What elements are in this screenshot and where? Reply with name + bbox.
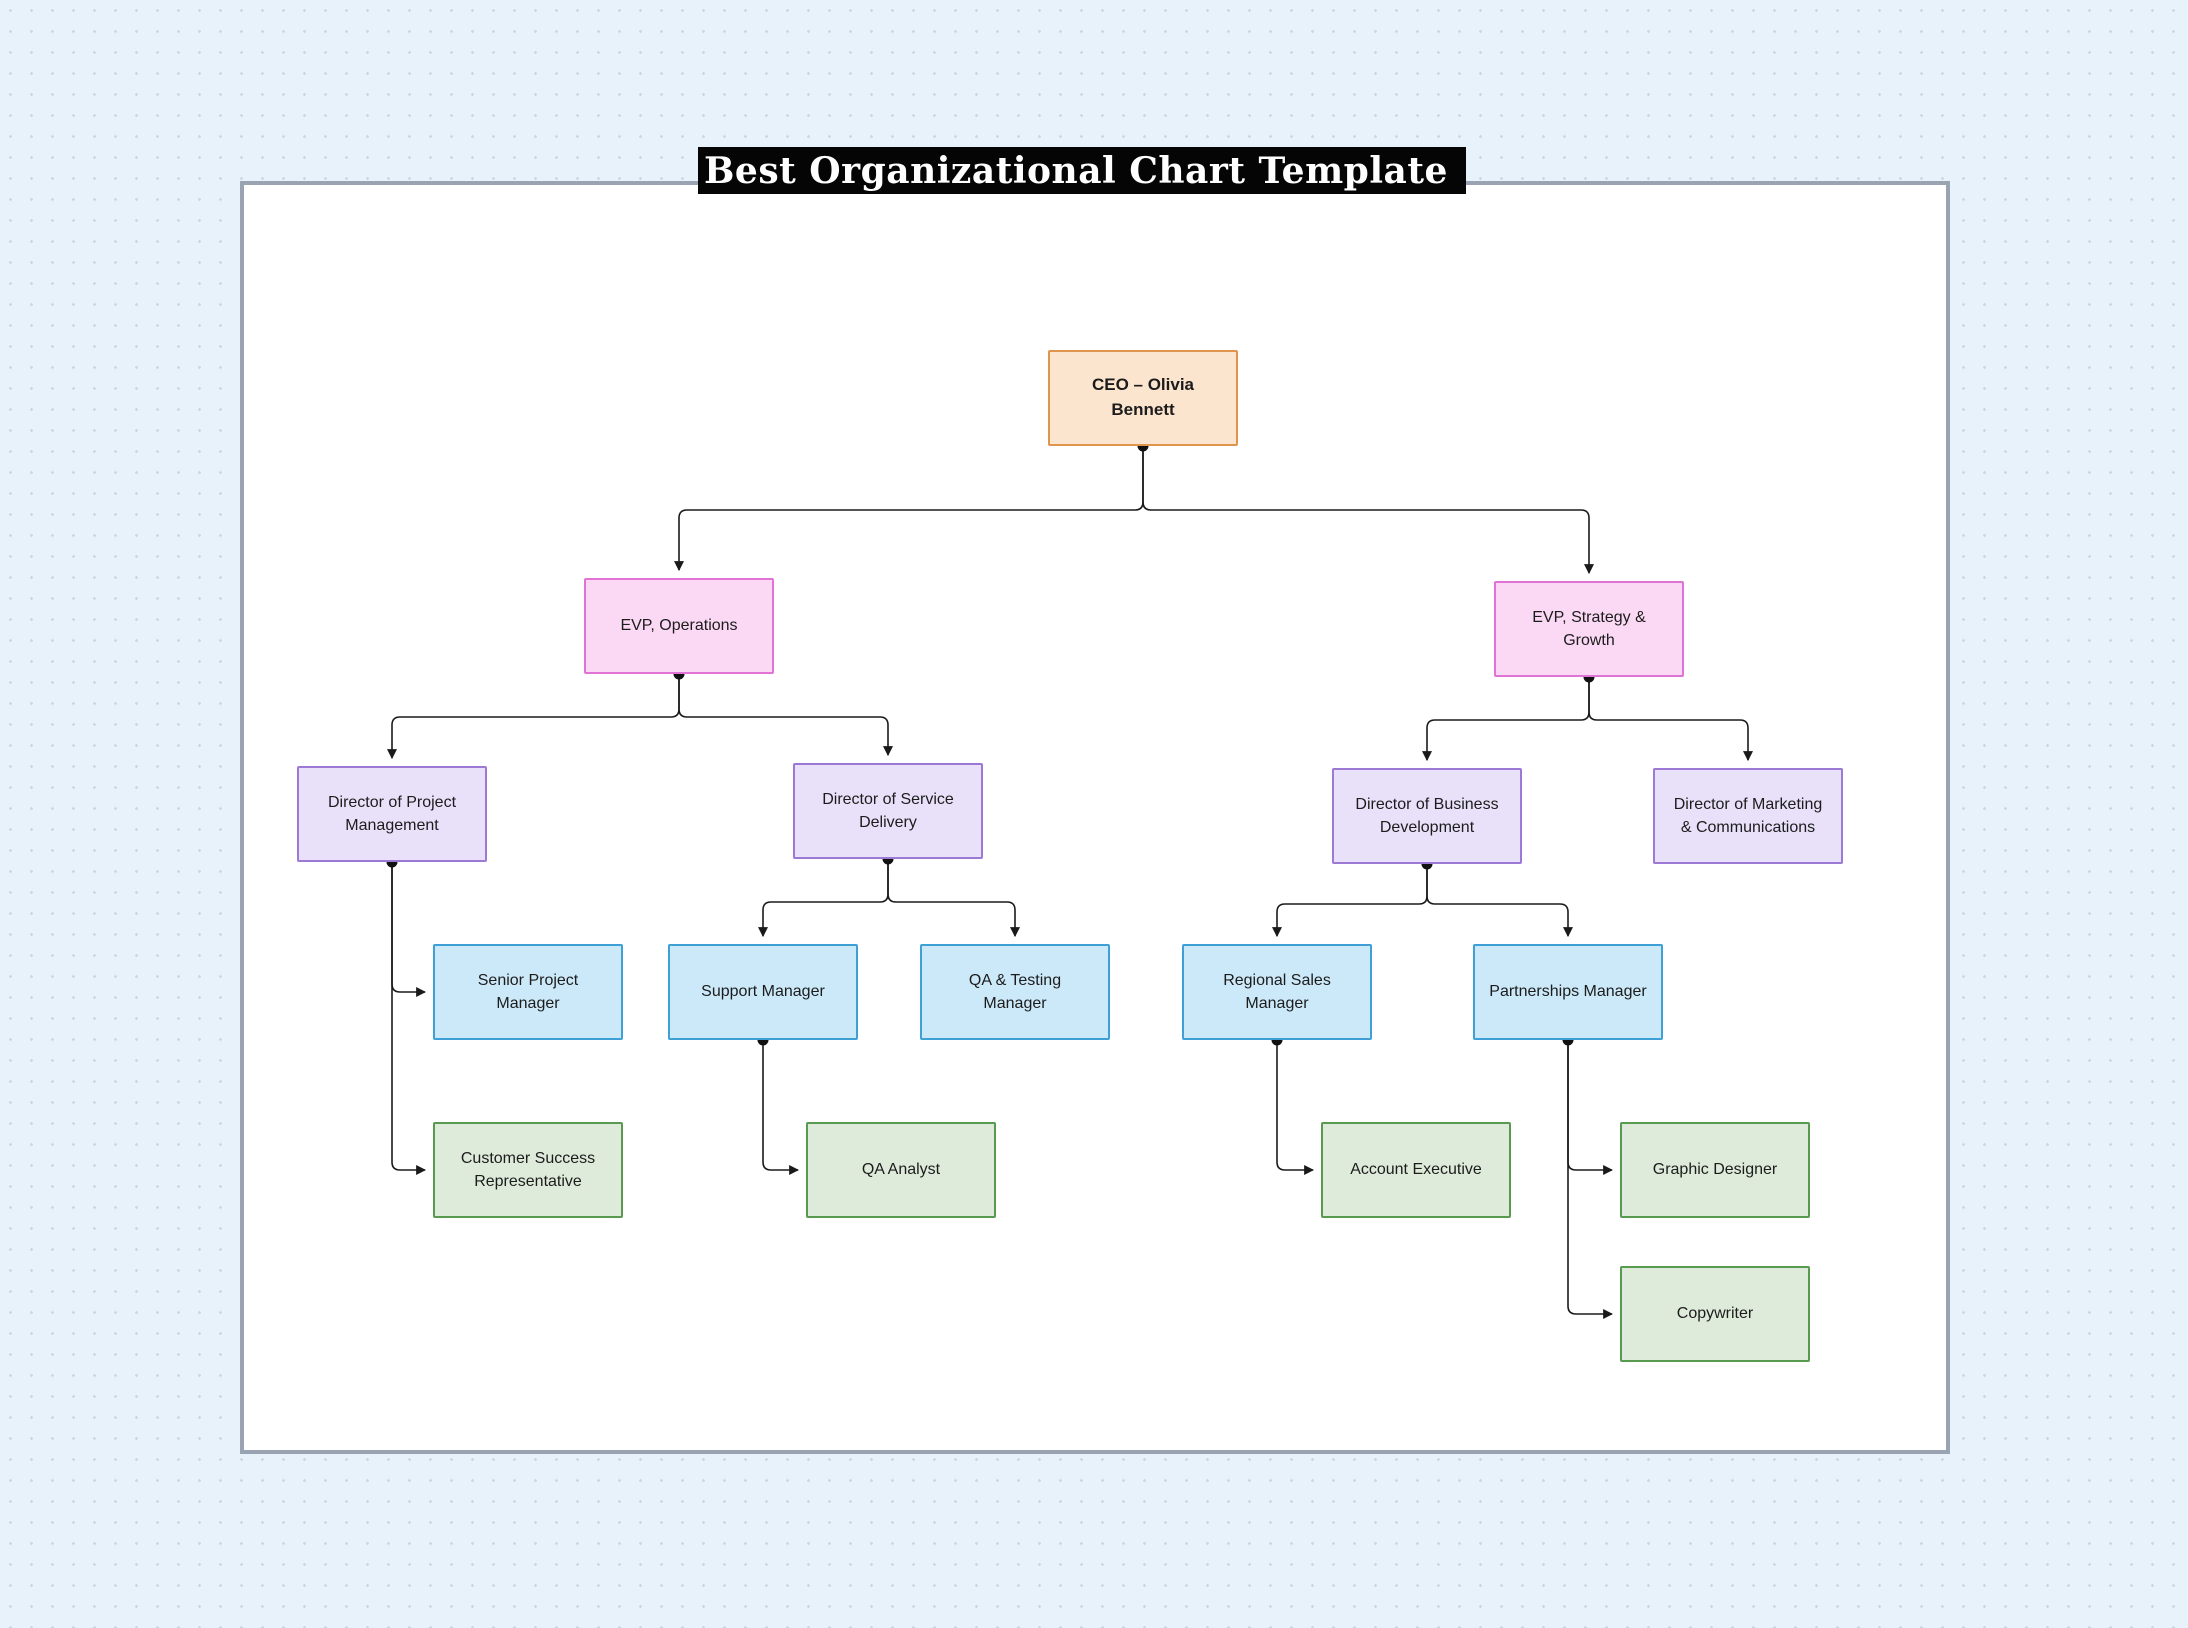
node-director-service-delivery[interactable]: Director of Service Delivery [793, 763, 983, 859]
node-director-business-development[interactable]: Director of Business Development [1332, 768, 1522, 864]
node-partnerships-manager[interactable]: Partnerships Manager [1473, 944, 1663, 1040]
node-qa-analyst[interactable]: QA Analyst [806, 1122, 996, 1218]
node-senior-project-manager-label: Senior Project Manager [477, 971, 579, 1012]
diagram-title-text: Best Organizational Chart Template [704, 149, 1448, 192]
node-customer-success-representative-label: Customer Success Representative [460, 1149, 596, 1190]
node-regional-sales-manager-label: Regional Sales Manager [1223, 971, 1331, 1012]
node-evp-operations-label: EVP, Operations [620, 617, 738, 635]
node-ceo[interactable]: CEO – Olivia Bennett [1048, 350, 1238, 446]
node-graphic-designer-label: Graphic Designer [1652, 1161, 1778, 1179]
node-ceo-label: CEO – Olivia Bennett [1091, 375, 1195, 419]
node-copywriter-label: Copywriter [1676, 1305, 1754, 1323]
node-partnerships-manager-label: Partnerships Manager [1489, 983, 1647, 1001]
node-qa-testing-manager[interactable]: QA & Testing Manager [920, 944, 1110, 1040]
node-copywriter[interactable]: Copywriter [1620, 1266, 1810, 1362]
node-director-service-delivery-label: Director of Service Delivery [822, 790, 954, 831]
node-director-marketing-communications-label: Director of Marketing & Communications [1673, 795, 1823, 836]
node-qa-analyst-label: QA Analyst [861, 1161, 941, 1179]
node-account-executive[interactable]: Account Executive [1321, 1122, 1511, 1218]
node-director-project-management[interactable]: Director of Project Management [297, 766, 487, 862]
node-customer-success-representative[interactable]: Customer Success Representative [433, 1122, 623, 1218]
node-qa-testing-manager-label: QA & Testing Manager [968, 971, 1062, 1012]
node-support-manager-label: Support Manager [701, 983, 825, 1001]
node-director-project-management-label: Director of Project Management [327, 793, 457, 834]
node-support-manager[interactable]: Support Manager [668, 944, 858, 1040]
node-director-business-development-label: Director of Business Development [1355, 795, 1499, 836]
node-evp-operations[interactable]: EVP, Operations [584, 578, 774, 674]
node-graphic-designer[interactable]: Graphic Designer [1620, 1122, 1810, 1218]
node-evp-strategy-growth-label: EVP, Strategy & Growth [1532, 608, 1646, 649]
diagram-title: Best Organizational Chart Template [698, 147, 1466, 194]
node-account-executive-label: Account Executive [1350, 1161, 1482, 1179]
node-director-marketing-communications[interactable]: Director of Marketing & Communications [1653, 768, 1843, 864]
node-regional-sales-manager[interactable]: Regional Sales Manager [1182, 944, 1372, 1040]
node-senior-project-manager[interactable]: Senior Project Manager [433, 944, 623, 1040]
node-evp-strategy-growth[interactable]: EVP, Strategy & Growth [1494, 581, 1684, 677]
